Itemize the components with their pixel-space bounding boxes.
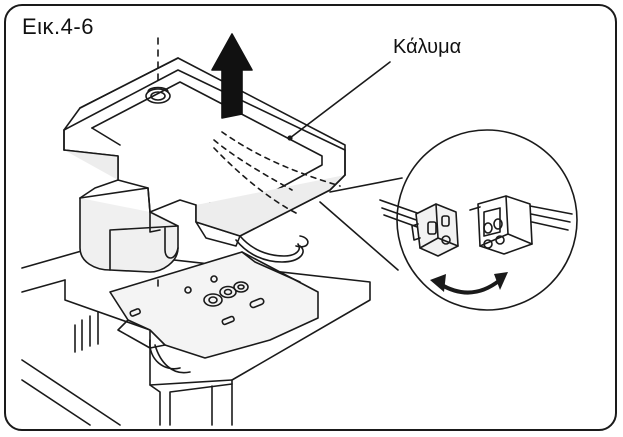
cover [63,57,346,273]
cover-callout-label: Κάλυμα [393,36,462,58]
callout-leader [289,61,391,139]
hidden-wire-lines [213,131,341,215]
connector-socket-icon [469,195,533,255]
figure-label: Εικ.4-6 [22,14,94,39]
rotate-double-arrow-icon [430,272,508,295]
cover-cable [235,235,309,263]
mounting-bracket [109,251,319,374]
terminal-screws [203,281,249,307]
callout-dot [287,135,293,141]
connector-detail [379,129,578,311]
base-unit [21,249,371,426]
up-arrow-icon [211,33,253,119]
connector-plug-icon [411,203,459,257]
